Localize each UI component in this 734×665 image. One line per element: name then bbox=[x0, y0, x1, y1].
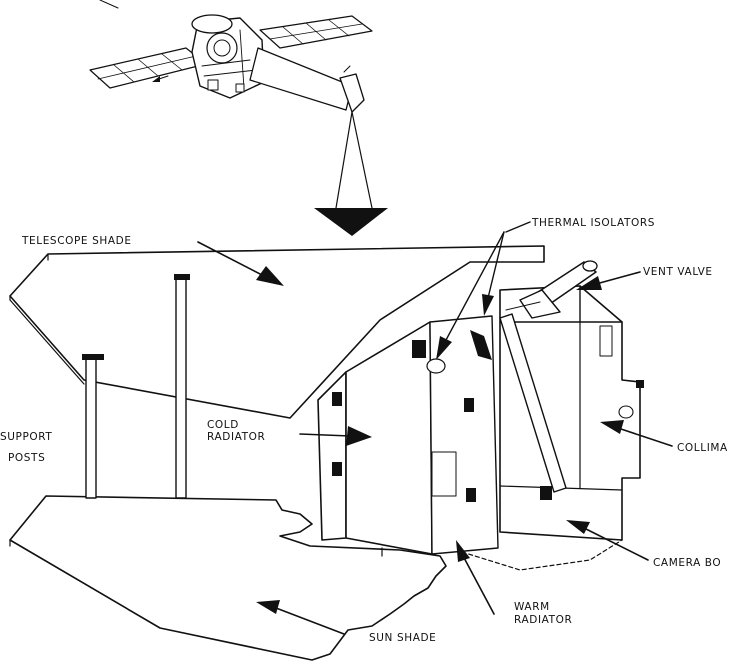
telescope-shade bbox=[9, 245, 545, 419]
callout-line-left bbox=[335, 111, 353, 209]
isolator-mount-2 bbox=[426, 358, 446, 374]
right-solar-panel bbox=[259, 15, 373, 49]
camera-bracket bbox=[540, 486, 552, 500]
bracket-4 bbox=[466, 488, 476, 502]
callout-arrows bbox=[197, 221, 673, 635]
collimator-tab bbox=[636, 380, 644, 388]
motion-arrow bbox=[99, 0, 119, 9]
label-cold-radiator: RADIATOR bbox=[207, 431, 265, 443]
label-camera-body: CAMERA BO bbox=[653, 557, 721, 569]
label-collimator: COLLIMA bbox=[677, 442, 728, 454]
post-cap-rear bbox=[174, 274, 190, 280]
zoom-down-arrow bbox=[314, 208, 388, 236]
label-posts: POSTS bbox=[8, 452, 45, 464]
support-posts bbox=[82, 274, 190, 499]
bracket-3 bbox=[464, 398, 474, 412]
support-strut bbox=[499, 313, 567, 493]
cold-radiator-block bbox=[317, 315, 499, 557]
sun-shade bbox=[9, 495, 447, 661]
label-warm: WARM bbox=[514, 601, 550, 613]
access-panel bbox=[431, 451, 457, 497]
isolator-mount-3 bbox=[470, 330, 492, 360]
motion-arrowhead bbox=[152, 76, 160, 82]
label-thermal-isolators: THERMAL ISOLATORS bbox=[531, 217, 655, 229]
bracket-1 bbox=[332, 392, 342, 406]
spacecraft-body bbox=[191, 14, 265, 99]
label-sun-shade: SUN SHADE bbox=[369, 632, 436, 644]
telescope-tube bbox=[249, 47, 365, 113]
post-cap-front bbox=[82, 354, 104, 360]
bracket-2 bbox=[332, 462, 342, 476]
label-vent-valve: VENT VALVE bbox=[643, 266, 713, 278]
isolator-mount-1 bbox=[412, 340, 426, 358]
label-cold: COLD bbox=[207, 419, 239, 431]
left-solar-panel bbox=[89, 47, 207, 89]
collimator-port bbox=[618, 405, 634, 419]
spacecraft bbox=[89, 0, 373, 113]
camera-body bbox=[499, 285, 644, 541]
collimator-latch bbox=[599, 325, 613, 357]
label-warm-radiator: RADIATOR bbox=[514, 614, 572, 626]
label-support: SUPPORT bbox=[0, 431, 52, 443]
label-telescope-shade: TELESCOPE SHADE bbox=[21, 235, 132, 247]
support-post-rear bbox=[175, 277, 187, 499]
camera-base-dash bbox=[461, 539, 623, 571]
support-post-front bbox=[85, 357, 97, 499]
vent-valve bbox=[505, 260, 598, 319]
callout-line-right bbox=[351, 111, 373, 209]
